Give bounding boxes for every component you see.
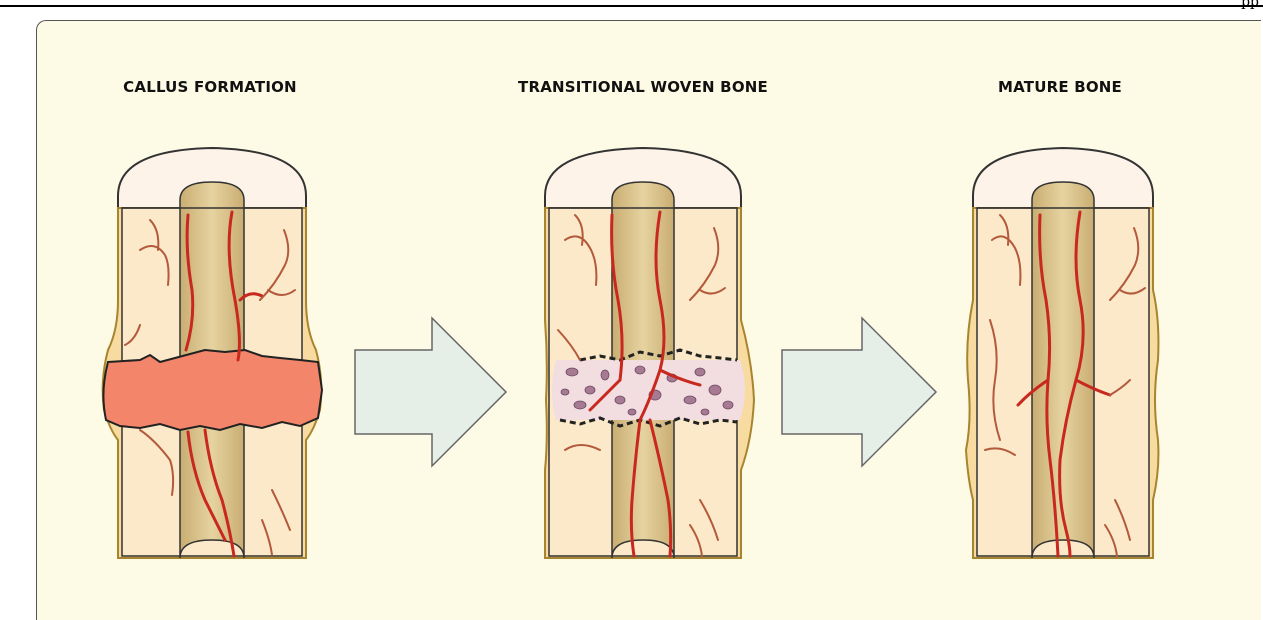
bone-mature bbox=[966, 148, 1158, 558]
bone-callus-formation bbox=[103, 148, 322, 558]
bone-transitional-woven bbox=[545, 148, 754, 558]
right-arrow-icon bbox=[355, 318, 506, 466]
right-arrow-icon bbox=[782, 318, 936, 466]
